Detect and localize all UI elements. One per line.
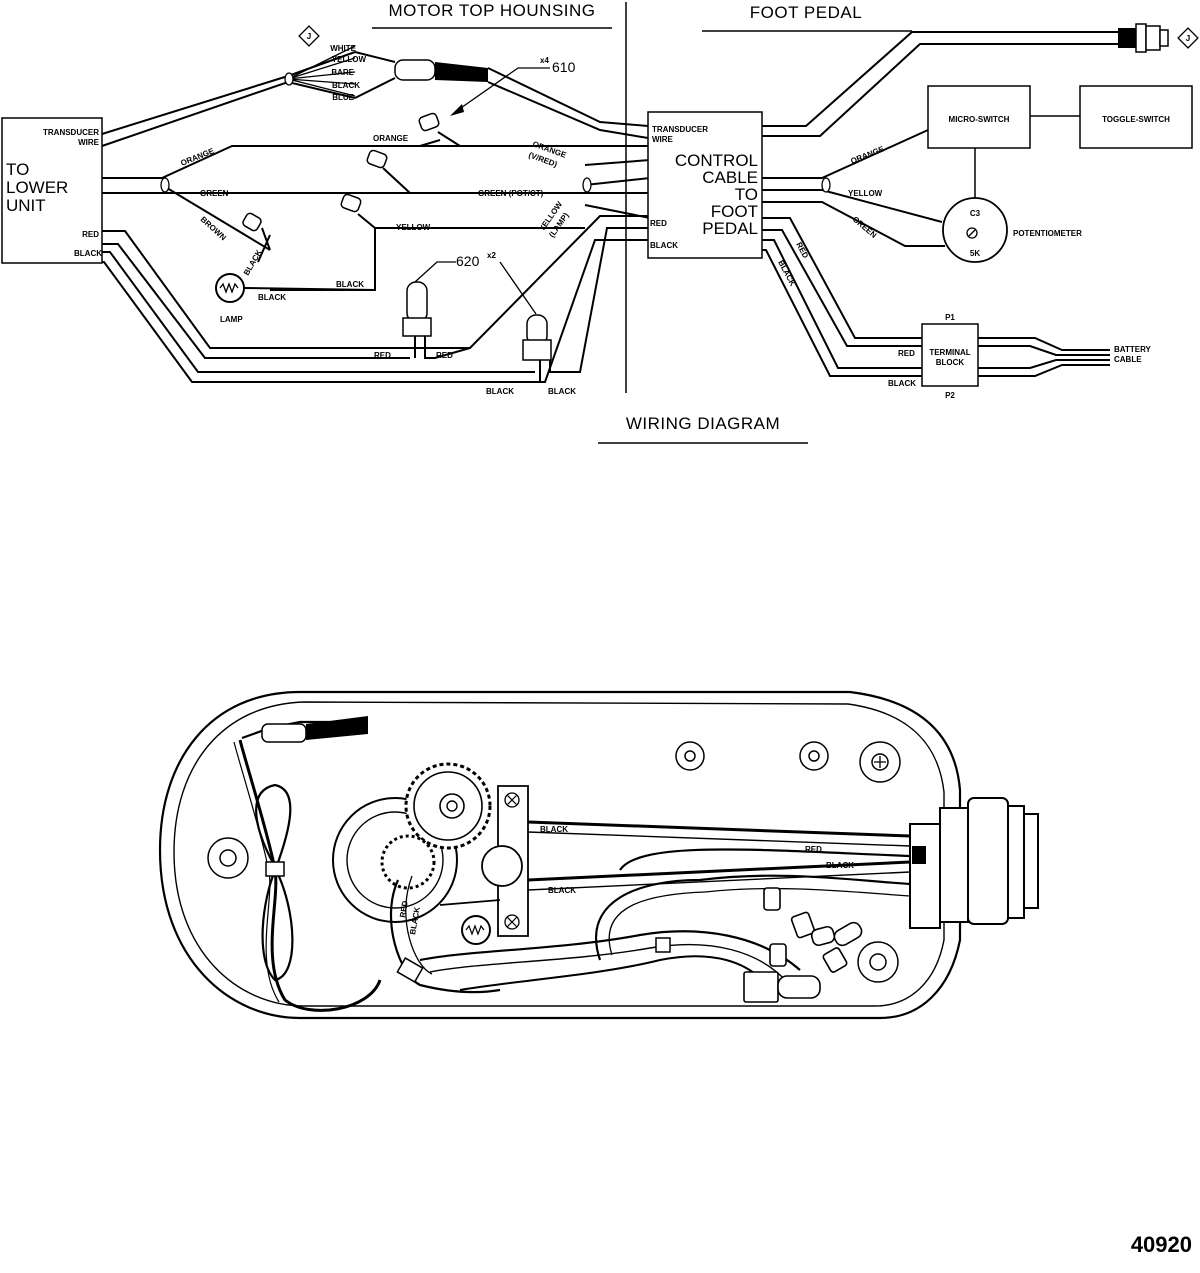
lower-unit-red-label: RED — [82, 230, 99, 239]
control-title-line-1: CONTROL — [675, 151, 758, 170]
harness-lamp-label: LAMP — [220, 315, 243, 324]
transducer-plug — [1118, 23, 1169, 53]
control-title-line-3: TO — [735, 185, 758, 204]
section-headers: MOTOR TOP HOUNSING FOOT PEDAL WIRING DIA… — [372, 1, 912, 444]
harness-red-label-1: RED — [374, 351, 391, 360]
control-title-line-4: FOOT — [711, 202, 758, 221]
harness-green-label: GREEN — [200, 189, 229, 198]
harness-black-label-1: BLACK — [258, 293, 286, 302]
callout-610: x4 610 — [450, 56, 576, 116]
wire-label-bare: BARE — [331, 68, 354, 77]
control-red-label: RED — [650, 219, 667, 228]
harness-black-label-4: BLACK — [548, 387, 576, 396]
figure-number: 40920 — [1130, 1232, 1192, 1257]
harness-orange-label: ORANGE — [373, 134, 409, 143]
housing-red-vertical-label: RED — [398, 900, 410, 918]
battery-cable-label-2: CABLE — [1114, 355, 1142, 364]
foot-pedal-wiring: MICRO-SWITCH TOGGLE-SWITCH C3 5K POTENTI… — [762, 23, 1193, 377]
toggle-switch-label: TOGGLE-SWITCH — [1102, 115, 1170, 124]
housing-black-label-2: BLACK — [826, 861, 854, 870]
harness-red-label-2: RED — [436, 351, 453, 360]
pedal-orange-label: ORANGE — [849, 144, 886, 166]
motor-top-housing-title: MOTOR TOP HOUNSING — [388, 1, 595, 20]
toggle-switch-box — [1079, 85, 1193, 149]
terminal-p1-label: P1 — [945, 313, 955, 322]
battery-cable-label-1: BATTERY — [1114, 345, 1152, 354]
terminal-p2-label: P2 — [945, 391, 955, 400]
wire-label-blue: BLUE — [332, 93, 354, 102]
lower-unit-transducer-label-1: TRANSDUCER — [43, 128, 99, 137]
potentiometer-ref: C3 — [970, 209, 981, 218]
connector-marker-right: J — [1177, 27, 1199, 49]
foot-pedal-title: FOOT PEDAL — [750, 3, 862, 22]
harness-black-label-3: BLACK — [486, 387, 514, 396]
pedal-black-label: BLACK — [776, 259, 797, 288]
terminal-name-line-1: TERMINAL — [929, 348, 970, 357]
wire-label-white: WHITE — [330, 44, 356, 53]
transducer-wire-runs: WHITE YELLOW BARE BLACK BLUE — [101, 44, 649, 147]
pedal-green-label: GREEN — [851, 215, 879, 240]
micro-switch-label: MICRO-SWITCH — [949, 115, 1010, 124]
motor-housing-illustration: BLACK RED BLACK BLACK RED BLACK — [158, 690, 1039, 1020]
terminal-black-label: BLACK — [888, 379, 916, 388]
housing-black-label-1: BLACK — [540, 825, 568, 834]
callout-620-qty: x2 — [487, 251, 496, 260]
harness-orange-left-label: ORANGE — [179, 146, 216, 168]
motor-top-harness: ORANGE ORANGE (V/RED) ORANGE GREEN GREEN… — [102, 112, 651, 396]
connector-marker-label: J — [1186, 34, 1190, 43]
terminal-block: P1 P2 TERMINAL BLOCK RED BLACK BATTERY C… — [888, 313, 1152, 400]
callout-620: 620 x2 — [414, 251, 537, 315]
wire-label-yellow: YELLOW — [332, 55, 367, 64]
lower-unit-line-2: LOWER — [6, 178, 68, 197]
lower-unit-transducer-label-2: WIRE — [78, 138, 100, 147]
callout-610-qty: x4 — [540, 56, 549, 65]
potentiometer-label: POTENTIOMETER — [1013, 229, 1082, 238]
wire-label-black: BLACK — [332, 81, 360, 90]
lower-unit-black-label: BLACK — [74, 249, 102, 258]
housing-black-label-3: BLACK — [548, 886, 576, 895]
pedal-yellow-label: YELLOW — [848, 189, 883, 198]
control-transducer-label-2: WIRE — [652, 135, 674, 144]
control-title-line-2: CABLE — [702, 168, 758, 187]
control-transducer-label-1: TRANSDUCER — [652, 125, 708, 134]
harness-green-potct-label: GREEN (POT/CT) — [478, 189, 544, 198]
harness-labels: ORANGE ORANGE (V/RED) ORANGE GREEN GREEN… — [179, 134, 576, 396]
terminal-name-line-2: BLOCK — [936, 358, 965, 367]
transducer-wire-color-labels: WHITE YELLOW BARE BLACK BLUE — [330, 44, 366, 102]
harness-black-lamp-label: BLACK — [242, 248, 264, 277]
wiring-diagram-title: WIRING DIAGRAM — [626, 414, 780, 433]
potentiometer-value: 5K — [970, 249, 980, 258]
connector-marker-label: J — [307, 32, 311, 41]
micro-switch-box — [927, 85, 1031, 149]
harness-black-label-2: BLACK — [336, 280, 364, 289]
lower-unit-line-1: TO — [6, 160, 29, 179]
callout-620-number: 620 — [456, 253, 480, 269]
control-black-label: BLACK — [650, 241, 678, 250]
lower-unit-line-3: UNIT — [6, 196, 46, 215]
control-title-line-5: PEDAL — [702, 219, 758, 238]
terminal-red-label: RED — [898, 349, 915, 358]
callout-610-number: 610 — [552, 59, 576, 75]
harness-brown-label: BROWN — [199, 215, 228, 243]
control-cable-box: TRANSDUCER WIRE CONTROL CABLE TO FOOT PE… — [647, 111, 763, 259]
connector-marker-left: J — [298, 25, 320, 47]
harness-yellow-label: YELLOW — [396, 223, 431, 232]
housing-red-label: RED — [805, 845, 822, 854]
lower-unit-box: TO LOWER UNIT TRANSDUCER WIRE RED BLACK — [1, 117, 103, 264]
